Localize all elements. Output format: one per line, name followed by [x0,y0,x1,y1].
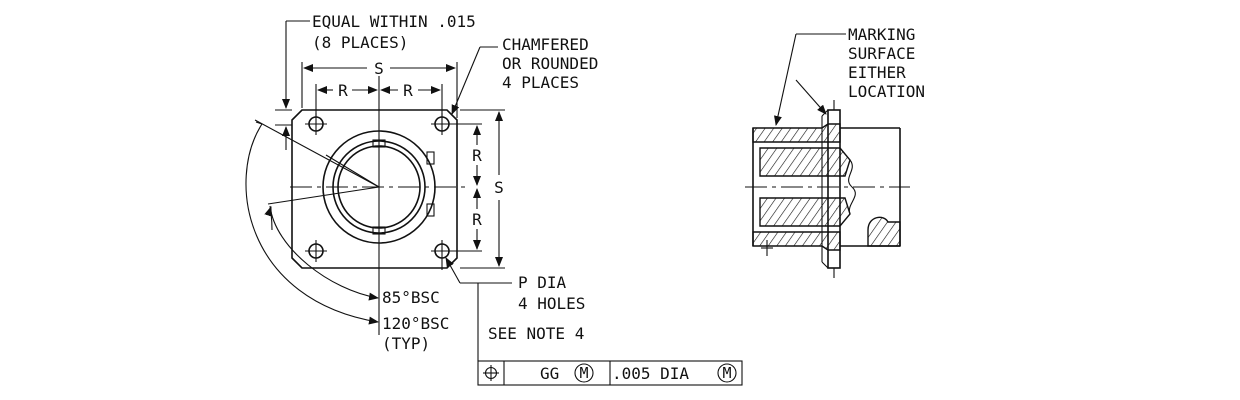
position-icon [483,365,499,381]
fcf-tolerance: .005 DIA [612,364,689,383]
leader-p-dia [445,257,461,284]
section-insert-upper [759,147,851,177]
label-either: EITHER [848,63,906,82]
fcf-tolerance-modifier: M [722,364,731,382]
label-four-holes: 4 HOLES [518,294,585,313]
label-location: LOCATION [848,82,925,101]
label-equal-within: EQUAL WITHIN .015 [312,12,476,31]
label-marking: MARKING [848,25,915,44]
angle-ray [325,154,380,188]
label-120-bsc: 120°BSC [382,314,449,333]
section-insert-lower [759,197,851,227]
label-surface: SURFACE [848,44,915,63]
fcf-datum-modifier: M [579,364,588,382]
label-85-bsc: 85°BSC [382,288,440,307]
angle-arc-85 [264,206,273,231]
front-view: S R R S R R EQUAL WITHIN .015 (8 PLACES)… [245,12,743,386]
dim-label-r-right: R [403,81,413,100]
angle-ray [254,119,380,188]
dim-label-r-left: R [338,81,348,100]
label-p-dia: P DIA [518,273,567,292]
keyway [426,203,435,217]
label-typ: (TYP) [382,334,430,353]
section-wall-bottom [752,231,841,251]
fcf-datum: GG [540,364,559,383]
flange-outline [291,109,458,269]
angle-arc-85 [269,205,379,301]
dim-label-s-side: S [494,178,504,197]
side-section-view: MARKING SURFACE EITHER LOCATION [745,25,925,278]
modifier-circle-icon [574,363,594,383]
dim-label-r-upper: R [472,146,482,165]
label-see-note: SEE NOTE 4 [488,324,584,343]
label-or-rounded: OR ROUNDED [502,54,598,73]
feature-control-frame: GG M .005 DIA M [477,360,743,386]
break-line [848,159,856,215]
label-chamfered: CHAMFERED [502,35,589,54]
keyway [426,151,435,165]
section-wall-top [752,123,841,143]
leader-marking [774,33,797,126]
label-four-places: 4 PLACES [502,73,579,92]
angle-arrow [255,121,263,125]
angle-ray [267,186,380,205]
leader-marking [795,79,827,115]
modifier-circle-icon [717,363,737,383]
dim-label-r-lower: R [472,210,482,229]
leader-chamfered [451,46,481,115]
dim-label-s-top: S [374,59,384,78]
section-nub [867,216,901,247]
angle-arc-120 [245,123,379,325]
label-eight-places: (8 PLACES) [312,33,408,52]
